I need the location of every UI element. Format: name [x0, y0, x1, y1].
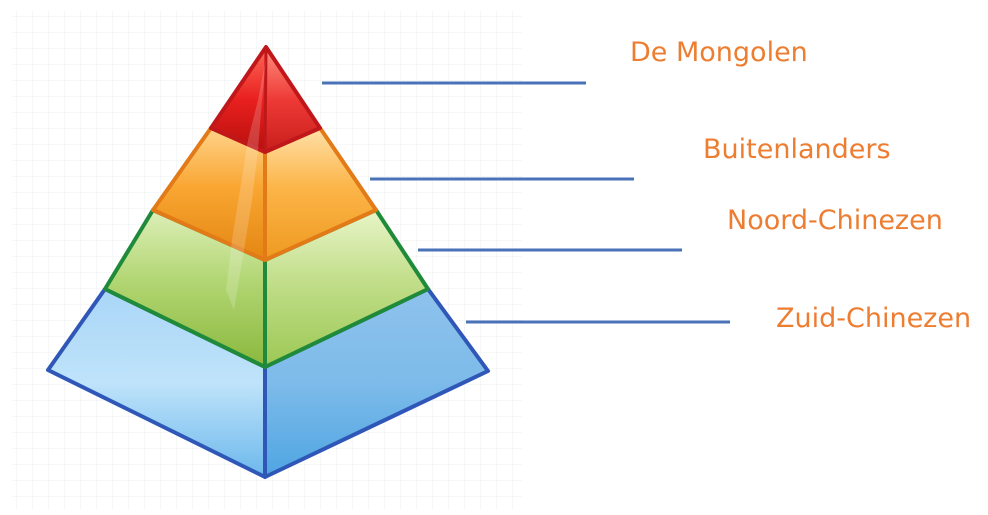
tier-label-noord-chinezen: Noord-Chinezen [727, 205, 943, 236]
tier-de-mongolen [209, 45, 322, 154]
tier-noord-chinezen [103, 208, 430, 369]
tier-label-buitenlanders: Buitenlanders [703, 134, 891, 165]
pyramid-highlight [226, 58, 266, 310]
tier-label-de-mongolen: De Mongolen [630, 37, 808, 68]
tier-label-zuid-chinezen: Zuid-Chinezen [776, 303, 972, 334]
